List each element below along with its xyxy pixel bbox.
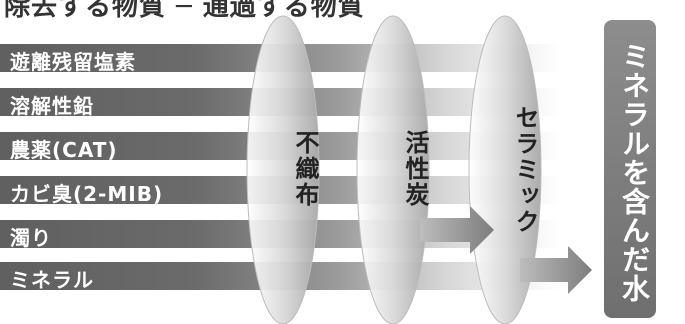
final-arrow bbox=[520, 246, 592, 294]
mineral-arrow bbox=[420, 206, 494, 254]
contaminant-label: 濁り bbox=[10, 226, 52, 250]
mineral-water-box: ミネラルを含んだ水 bbox=[604, 20, 656, 318]
carbon-filter-ring bbox=[356, 15, 430, 324]
mineral-water-label: ミネラルを含んだ水 bbox=[618, 42, 651, 303]
contaminant-label: 遊離残留塩素 bbox=[10, 50, 136, 74]
ceramic-filter-ring bbox=[468, 15, 542, 324]
contaminant-label: ミネラル bbox=[10, 268, 94, 292]
diagram-header: 除去する物質 ─ 通過する物質 bbox=[4, 0, 365, 22]
contaminant-label: カビ臭(2-MIB) bbox=[10, 182, 164, 206]
filter-label-carbon: 活性炭 bbox=[401, 130, 429, 208]
contaminant-label: 溶解性鉛 bbox=[10, 94, 94, 118]
nonwoven-filter-ring bbox=[246, 15, 320, 324]
filter-label-nonwoven: 不織布 bbox=[291, 130, 319, 208]
filter-label-ceramic: セラミック bbox=[511, 105, 539, 235]
contaminant-label: 農薬(CAT) bbox=[10, 138, 118, 162]
